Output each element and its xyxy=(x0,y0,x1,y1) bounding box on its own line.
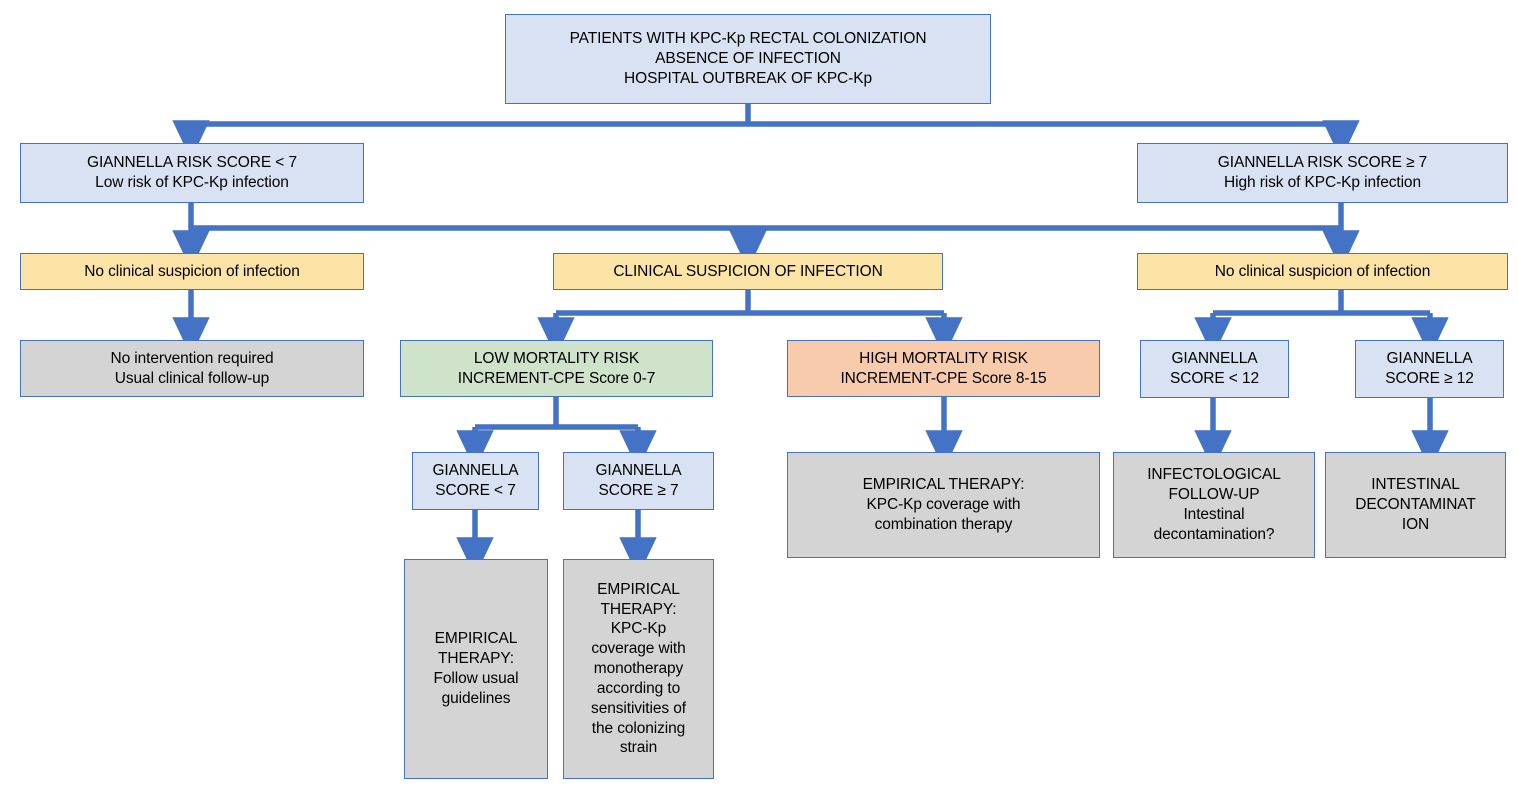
node-high-mortality[interactable]: HIGH MORTALITY RISK INCREMENT-CPE Score … xyxy=(787,340,1100,397)
node-infectological-followup[interactable]: INFECTOLOGICAL FOLLOW-UP Intestinal deco… xyxy=(1113,452,1315,558)
node-empirical-combination[interactable]: EMPIRICAL THERAPY: KPC-Kp coverage with … xyxy=(787,452,1100,558)
node-no-suspicion-right[interactable]: No clinical suspicion of infection xyxy=(1137,253,1508,290)
node-low-mortality[interactable]: LOW MORTALITY RISK INCREMENT-CPE Score 0… xyxy=(400,340,713,397)
node-empirical-usual[interactable]: EMPIRICAL THERAPY: Follow usual guidelin… xyxy=(404,559,548,779)
node-empirical-mono[interactable]: EMPIRICAL THERAPY: KPC-Kp coverage with … xyxy=(563,559,714,779)
node-no-intervention[interactable]: No intervention required Usual clinical … xyxy=(20,340,364,397)
node-clinical-suspicion[interactable]: CLINICAL SUSPICION OF INFECTION xyxy=(553,253,943,290)
node-giannella-ge7[interactable]: GIANNELLA SCORE ≥ 7 xyxy=(563,452,714,510)
node-intestinal-decontamination[interactable]: INTESTINAL DECONTAMINAT ION xyxy=(1325,452,1506,558)
node-root[interactable]: PATIENTS WITH KPC-Kp RECTAL COLONIZATION… xyxy=(505,14,991,104)
node-giannella-lt12[interactable]: GIANNELLA SCORE < 12 xyxy=(1140,340,1289,398)
node-low-risk[interactable]: GIANNELLA RISK SCORE < 7 Low risk of KPC… xyxy=(20,143,364,203)
node-high-risk[interactable]: GIANNELLA RISK SCORE ≥ 7 High risk of KP… xyxy=(1137,143,1508,203)
node-giannella-lt7[interactable]: GIANNELLA SCORE < 7 xyxy=(412,452,539,510)
node-giannella-ge12[interactable]: GIANNELLA SCORE ≥ 12 xyxy=(1355,340,1504,398)
node-no-suspicion-left[interactable]: No clinical suspicion of infection xyxy=(20,253,364,290)
